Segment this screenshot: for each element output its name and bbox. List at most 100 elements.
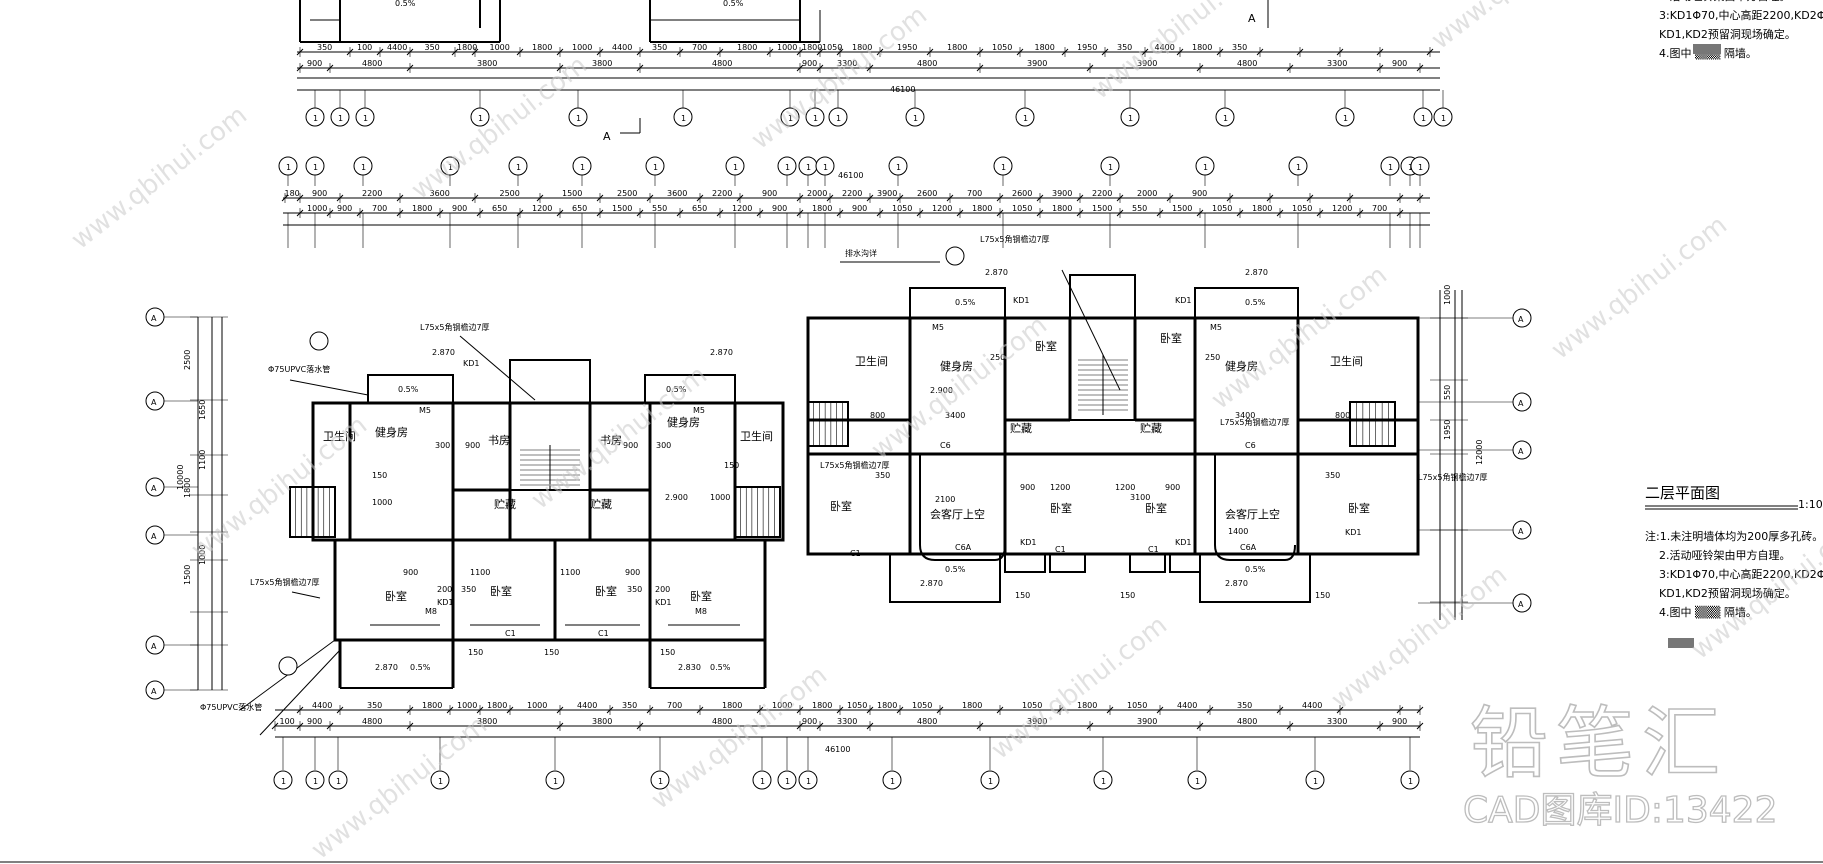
axis-bubble — [798, 770, 818, 790]
right-bedroom-label-5: 卧室 — [1145, 501, 1167, 515]
dim-label-d1800: 1800 — [947, 43, 967, 52]
axis-bubble — [1093, 770, 1113, 790]
vdim-label: 1000 — [198, 545, 207, 565]
dim-label-d4400: 4400 — [1155, 43, 1175, 52]
dim-slash — [396, 209, 404, 217]
left-deck-label-2: L75x5角钢檐边7厚 — [250, 577, 320, 587]
dim-label-d1200: 1200 — [1332, 204, 1352, 213]
right-slope-2: 0.5% — [1245, 298, 1266, 307]
right-drain-label: 排水沟详 — [845, 248, 877, 258]
axis-bubble — [1100, 156, 1120, 176]
right-slope-3: 0.5% — [945, 565, 966, 574]
left-elev-4: 2.870 — [375, 663, 398, 672]
dim-label-d1800: 1800 — [1192, 43, 1212, 52]
watermark-url: www.qbihui.com — [186, 410, 373, 565]
dim-label-d1000: 1000 — [457, 701, 477, 710]
left-fitness-room-label-2: 健身房 — [667, 415, 700, 429]
left-study-label-2: 书房 — [600, 434, 622, 447]
right-dim-250-2: 250 — [1205, 353, 1220, 362]
axis-bubble-label: 1 — [1001, 163, 1006, 172]
dim-label-d350: 350 — [622, 701, 637, 710]
dim-slash — [696, 706, 704, 714]
dim-label-d1200: 1200 — [932, 204, 952, 213]
detail-callout-left-2 — [278, 656, 298, 676]
right-deck-label-2: L75x5角钢檐边7厚 — [980, 234, 1050, 244]
axis-bubble — [673, 107, 693, 127]
dim-label-d1050: 1050 — [892, 204, 912, 213]
axis-bubble — [145, 477, 165, 497]
dim-label-d3800: 3800 — [477, 59, 497, 68]
dim-slash — [1156, 209, 1164, 217]
axis-bubble-label: 1 — [813, 114, 818, 123]
axis-bubble-label: 1 — [1441, 114, 1446, 123]
right-unit-lower — [806, 452, 1420, 556]
left-c1-1: C1 — [505, 629, 516, 638]
dim-label-d700: 700 — [667, 701, 682, 710]
dim-label-d4800: 4800 — [362, 59, 382, 68]
dim-slash — [956, 209, 964, 217]
right-bedroom-label-4: 卧室 — [1050, 501, 1072, 515]
axis-bubble — [1512, 392, 1532, 412]
right-side-stair-2 — [1349, 401, 1396, 447]
dim-slash — [1306, 194, 1314, 202]
axis-bubble — [440, 156, 460, 176]
dim-slash — [1416, 64, 1424, 72]
dim-label-d2200: 2200 — [362, 189, 382, 198]
dim-slash — [1346, 194, 1354, 202]
axis-bubble-label: 1 — [1296, 163, 1301, 172]
axis-bubble — [1195, 156, 1215, 176]
axis-bubble-label: 1 — [785, 777, 790, 786]
left-dim-300-1: 300 — [435, 441, 450, 450]
dim-label-d1800: 1800 — [532, 43, 552, 52]
right-bedroom-label-6: 卧室 — [1348, 501, 1370, 515]
right-elev-2: 2.870 — [1245, 268, 1268, 277]
dim-slash — [1416, 722, 1424, 730]
note-line: 注:1.未注明墙体均为200厚多孔砖。 — [1645, 529, 1823, 543]
dim-label-d900: 900 — [802, 59, 817, 68]
dim-label-d1800: 1800 — [412, 204, 432, 213]
hatch-legend-swatch — [1668, 638, 1694, 648]
dim-label-d1200: 1200 — [732, 204, 752, 213]
dim-label-d1800: 1800 — [1252, 204, 1272, 213]
dim-slash — [1036, 209, 1044, 217]
left-dim-200-2: 200 — [655, 585, 670, 594]
axis-bubble-label: A — [151, 532, 157, 541]
cad-library-id: CAD图库ID:13422 — [1463, 790, 1777, 831]
left-dim-300-2: 300 — [656, 441, 671, 450]
axis-bubble — [145, 525, 165, 545]
right-bedroom-label-3: 卧室 — [830, 499, 852, 513]
watermark-url: www.qbihui.com — [406, 50, 593, 205]
dim-slash — [1076, 209, 1084, 217]
axis-bubble — [508, 156, 528, 176]
dim-label-d900: 900 — [772, 204, 787, 213]
dim-slash — [876, 48, 884, 56]
dim-label-d1800: 1800 — [812, 701, 832, 710]
right-dim-800-2: 800 — [1335, 411, 1350, 420]
left-unit-plan: 健身房 卫生间 书房 书房 健身房 卫生间 贮藏 贮藏 卧室 卧室 卧室 卧室 … — [145, 307, 785, 736]
dim-label-d2200: 2200 — [842, 189, 862, 198]
dim-slash — [516, 48, 524, 56]
left-dim-150-3: 150 — [468, 648, 483, 657]
dim-label-d700: 700 — [692, 43, 707, 52]
dim-label-d3900: 3900 — [1027, 717, 1047, 726]
axis-bubble — [1512, 440, 1532, 460]
dim-slash — [1286, 722, 1294, 730]
left-dim-1100-2: 1100 — [560, 568, 580, 577]
axis-bubble-label: A — [151, 314, 157, 323]
dim-label-d1800: 1800 — [1052, 204, 1072, 213]
dim-slash — [396, 194, 404, 202]
dim-slash — [596, 48, 604, 56]
dim-label-d3900: 3900 — [877, 189, 897, 198]
right-bedroom-label: 卧室 — [1035, 339, 1057, 353]
dim-slash — [1316, 209, 1324, 217]
dim-slash — [296, 48, 304, 56]
dim-slash — [1266, 194, 1274, 202]
dim-label-d550: 550 — [652, 204, 667, 213]
section-mark-a-top-right: A — [1248, 12, 1256, 25]
dim-label-d4400: 4400 — [312, 701, 332, 710]
note-line: 2.活动哑铃架由甲方自理。 — [1659, 0, 1791, 3]
axis-bubble-label: 1 — [1203, 163, 1208, 172]
left-dim-900-2: 900 — [623, 441, 638, 450]
dim-slash — [1336, 706, 1344, 714]
note-line: 3:KD1Φ70,中心高距2200,KD2Φ70,中 — [1659, 8, 1823, 22]
